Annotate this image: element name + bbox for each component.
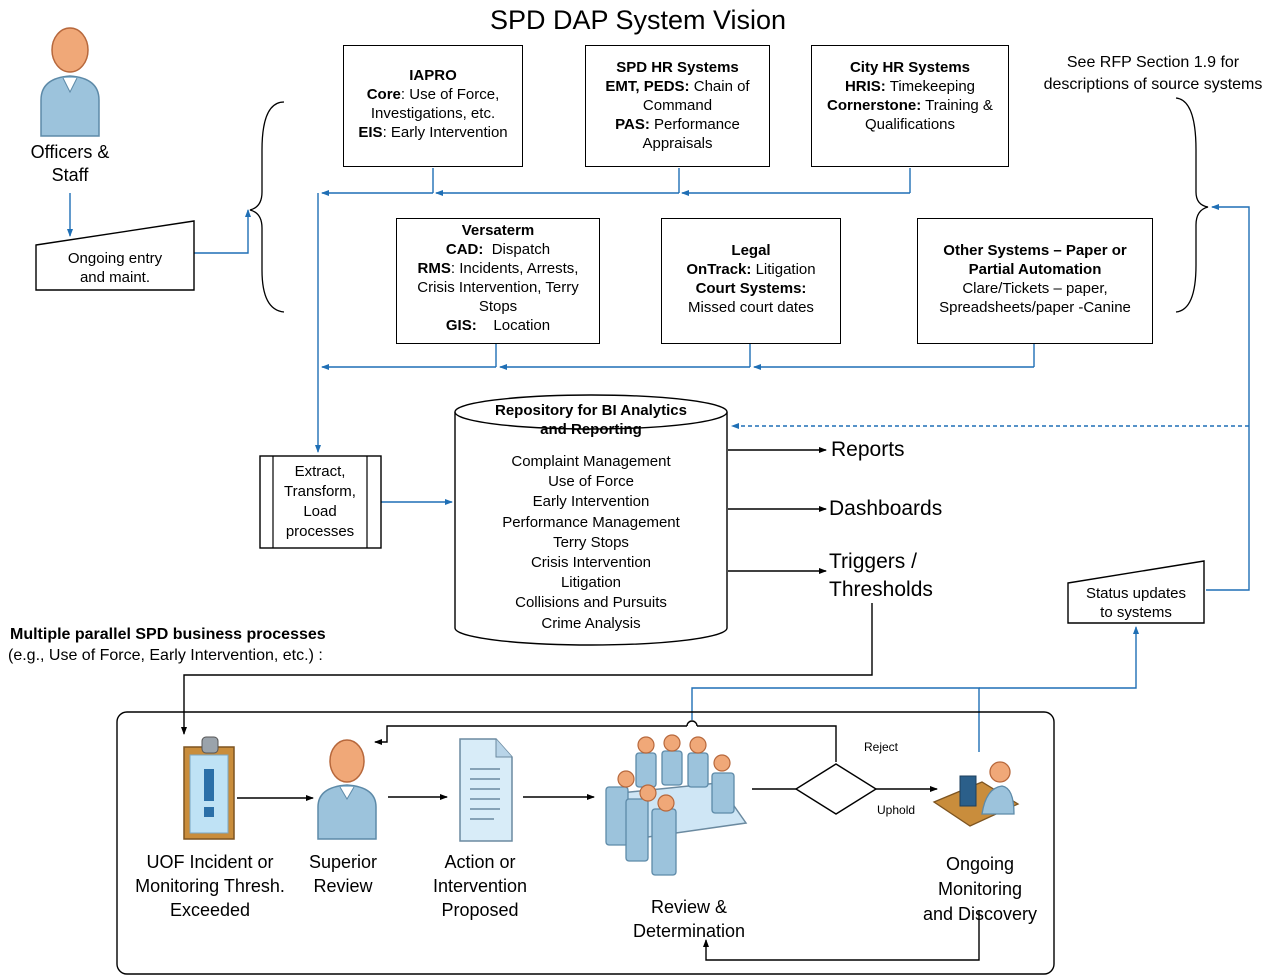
repository-cylinder — [454, 394, 728, 646]
versaterm-box: Versaterm CAD: Dispatch RMS: Incidents, … — [396, 218, 600, 344]
action-proposed-label: Action or Intervention Proposed — [432, 852, 528, 920]
legal-box: Legal OnTrack: Litigation Court Systems:… — [661, 218, 841, 344]
repository-items: Complaint Management Use of Force Early … — [455, 452, 727, 634]
repository-item: Collisions and Pursuits — [515, 594, 667, 612]
repository-item: Terry Stops — [553, 533, 629, 551]
process-container — [116, 711, 1055, 975]
other-systems-box: Other Systems – Paper or Partial Automat… — [917, 218, 1153, 344]
officer-person-icon — [40, 27, 100, 137]
repository-item: Crime Analysis — [541, 614, 641, 632]
decision-diamond — [794, 763, 878, 815]
reports-label: Reports — [831, 438, 905, 461]
iapro-box: IAPRO Core: Use of Force, Investigations… — [343, 45, 523, 167]
triggers-thresholds-label: Triggers / Thresholds — [829, 550, 933, 601]
processes-subheading: (e.g., Use of Force, Early Intervention,… — [8, 647, 323, 664]
uphold-label: Uphold — [877, 803, 916, 817]
city-hr-systems-box: City HR Systems HRIS: Timekeeping Corner… — [811, 45, 1009, 167]
officers-staff-label: Officers & Staff — [30, 142, 110, 185]
spd-hr-systems-box: SPD HR Systems EMT, PEDS: Chain of Comma… — [585, 45, 770, 167]
repository-item: Crisis Intervention — [530, 554, 652, 572]
document-icon — [459, 738, 513, 842]
right-brace — [1175, 97, 1209, 313]
reject-label: Reject — [864, 740, 899, 754]
repository-item: Early Intervention — [532, 493, 650, 511]
repository-item: Use of Force — [548, 473, 634, 491]
dashboards-label: Dashboards — [829, 497, 943, 520]
status-updates-shape — [1067, 560, 1205, 624]
repository-item: Complaint Management — [511, 453, 671, 470]
superior-person-icon — [317, 739, 377, 840]
uof-incident-label: UOF Incident or Monitoring Thresh. Excee… — [135, 852, 285, 920]
processes-heading: Multiple parallel SPD business processes — [10, 626, 326, 643]
rfp-note: See RFP Section 1.9 for descriptions of … — [1043, 54, 1263, 93]
status-updates-label: Status updates to systems — [1085, 585, 1187, 621]
diagram-title: SPD DAP System Vision — [489, 5, 787, 35]
repository-item: Performance Management — [502, 513, 680, 531]
repository-item: Litigation — [560, 574, 622, 592]
repository-title: Repository for BI Analytics and Reportin… — [495, 402, 687, 438]
ongoing-monitoring-label: Ongoing Monitoring and Discovery — [922, 854, 1038, 924]
monitoring-workstation-icon — [932, 761, 1020, 827]
ongoing-entry-label: Ongoing entry and maint. — [67, 250, 163, 286]
etl-label: Extract, Transform, Load processes — [284, 463, 356, 540]
left-brace — [249, 101, 285, 313]
etl-box — [259, 455, 382, 549]
review-determination-label: Review & Determination — [632, 897, 746, 941]
meeting-group-icon — [605, 734, 748, 876]
superior-review-label: Superior Review — [308, 852, 378, 896]
ongoing-entry-shape — [35, 220, 195, 291]
clipboard-alert-icon — [183, 736, 235, 840]
